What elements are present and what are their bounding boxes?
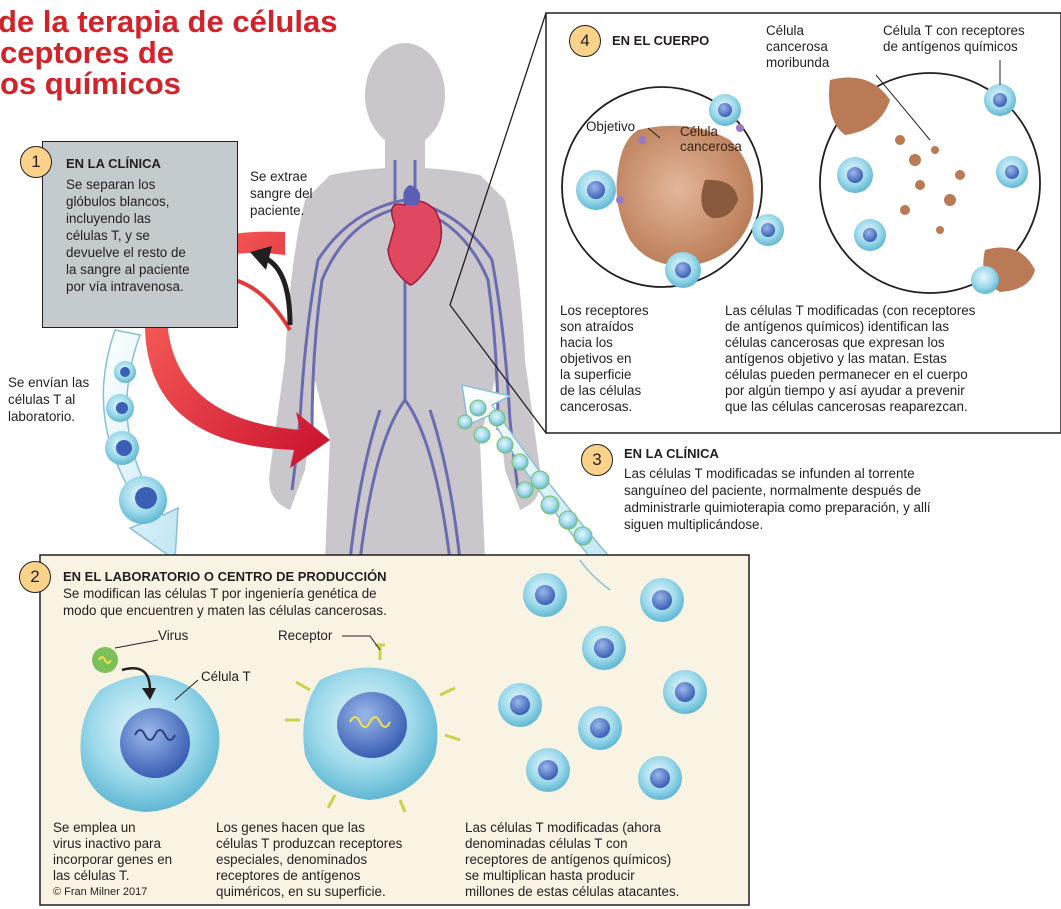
multiplied-tcells [498,573,707,800]
blood-label: Sangre [199,441,245,457]
credit: © Fran Milner 2017 [53,886,148,898]
tcell-label: Célula T [201,669,251,684]
step2-header: EN EL LABORATORIO O CENTRO DE PRODUCCIÓN [63,569,387,584]
step3-number: 3 [581,444,613,476]
extraction-arrowhead [250,246,272,270]
tcell-virus [80,647,220,812]
virus-label: Virus [158,628,189,643]
receptor-label: Receptor [278,628,333,643]
step4-right-text: Las células T modificadas (con receptore… [725,303,976,414]
killing-circle [819,72,1041,294]
target-circle [561,86,784,288]
step1-header: EN LA CLÍNICA [66,156,161,171]
title-line-3: os químicos [0,66,181,101]
tcells-to-lab [105,361,167,524]
step1-panel [42,141,238,328]
page-title: de la terapia de células ceptores de os … [0,6,440,99]
step2-number: 2 [19,561,51,593]
step2-text: Se modifican las células T por ingenierí… [63,586,387,618]
step3-header: EN LA CLÍNICA [624,446,719,461]
title-line-2: ceptores de [0,35,175,70]
heart [387,185,443,286]
target-label: Objetivo [586,119,636,134]
step4-number: 4 [569,25,601,57]
tcell-receptors [285,643,461,813]
blood-arrow [145,231,330,468]
to-lab-arrow [102,329,179,562]
step1-number: 1 [20,146,52,178]
step4-header: EN EL CUERPO [612,33,710,48]
tcells-infusion [457,399,593,546]
step3-text: Las células T modificadas se infunden al… [624,466,931,532]
title-line-1: de la terapia de células [0,4,338,39]
extraction-arrow [263,255,293,326]
